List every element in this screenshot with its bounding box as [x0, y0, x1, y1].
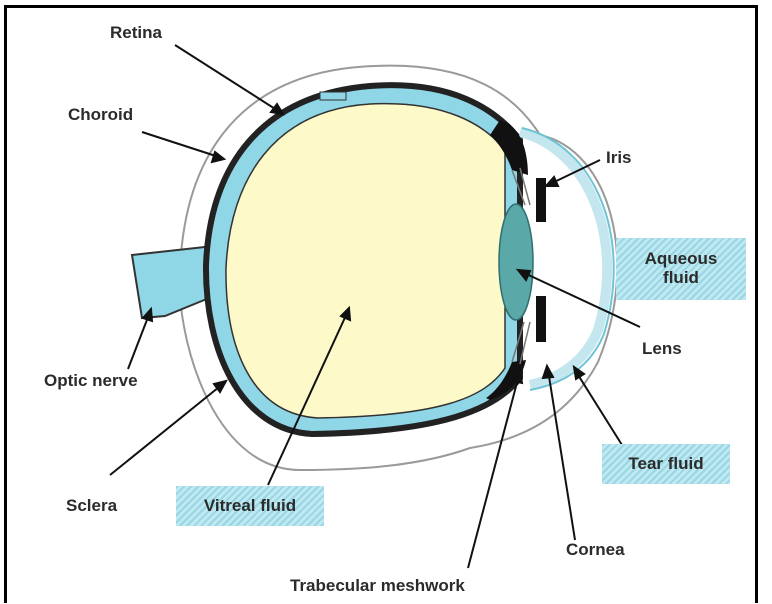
- optic-nerve: [132, 246, 214, 318]
- vitreal-fluid-box: Vitreal fluid: [176, 486, 324, 526]
- label-aqueous-line1: Aqueous: [645, 250, 718, 269]
- label-retina: Retina: [110, 24, 162, 43]
- iris-lower: [536, 296, 546, 342]
- label-iris: Iris: [606, 149, 632, 168]
- label-choroid: Choroid: [68, 106, 133, 125]
- label-lens: Lens: [642, 340, 682, 359]
- vitreous-body: [226, 104, 505, 418]
- label-cornea: Cornea: [566, 541, 625, 560]
- label-aqueous-line2: fluid: [663, 269, 699, 288]
- aqueous-fluid-box: Aqueous fluid: [616, 238, 746, 300]
- label-vitreal-fluid: Vitreal fluid: [204, 497, 296, 516]
- label-sclera: Sclera: [66, 497, 117, 516]
- label-optic-nerve: Optic nerve: [44, 372, 138, 391]
- lens-shape: [499, 204, 533, 320]
- label-trabecular-meshwork: Trabecular meshwork: [290, 577, 465, 596]
- label-tear-fluid: Tear fluid: [628, 455, 703, 474]
- iris-upper: [536, 178, 546, 222]
- tear-fluid-box: Tear fluid: [602, 444, 730, 484]
